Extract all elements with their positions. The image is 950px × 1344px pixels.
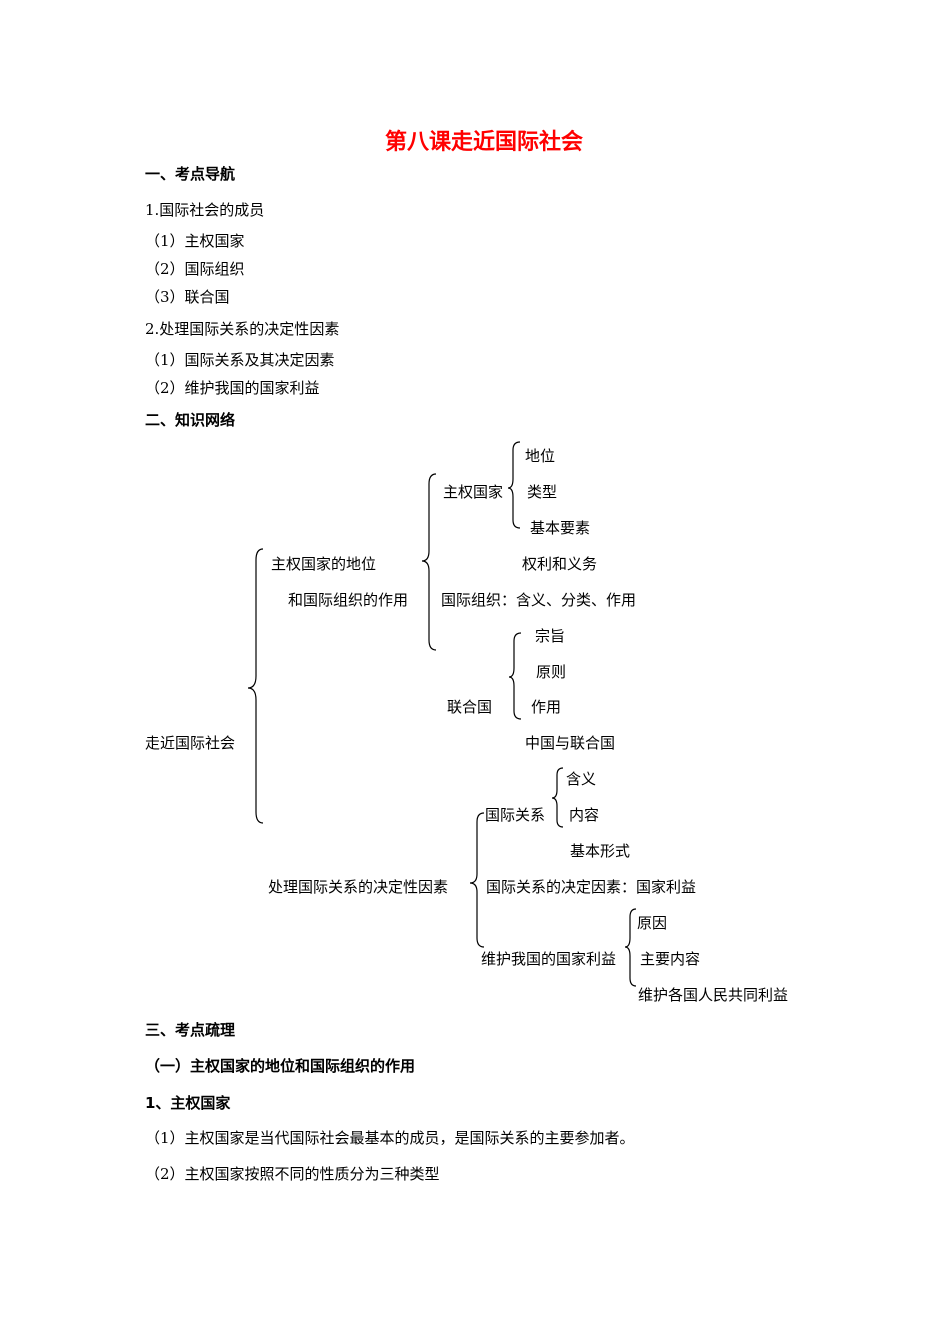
mindmap-leaf: 地位 <box>525 447 556 465</box>
brace-branch2 <box>469 812 485 948</box>
review-point-heading: 1、主权国家 <box>145 1094 231 1112</box>
section-heading-review: 三、考点疏理 <box>145 1021 236 1039</box>
mindmap-national-interest: 维护我国的国家利益 <box>481 950 617 968</box>
mindmap-leaf: 类型 <box>527 483 558 501</box>
brace-branch1 <box>421 473 437 651</box>
nav-subitem: （2）国际组织 <box>145 260 245 278</box>
section-heading-nav: 一、考点导航 <box>145 165 236 183</box>
mindmap-leaf: 作用 <box>531 698 562 716</box>
mindmap-leaf: 原因 <box>637 914 668 932</box>
mindmap-sovereign: 主权国家 <box>443 483 504 501</box>
page-title: 第八课走近国际社会 <box>385 130 584 155</box>
mindmap-leaf: 权利和义务 <box>522 555 598 573</box>
brace-sovereign <box>507 441 521 529</box>
brace-intl-rel <box>551 767 564 828</box>
mindmap-leaf: 宗旨 <box>535 627 566 645</box>
mindmap-decisive: 国际关系的决定因素：国家利益 <box>486 878 697 896</box>
review-paragraph: （2）主权国家按照不同的性质分为三种类型 <box>145 1165 440 1183</box>
review-subheading: （一）主权国家的地位和国际组织的作用 <box>145 1057 416 1075</box>
nav-subitem: （1）国际关系及其决定因素 <box>145 351 335 369</box>
mindmap-intl-rel: 国际关系 <box>485 806 546 824</box>
section-heading-network: 二、知识网络 <box>145 411 236 429</box>
mindmap-leaf: 含义 <box>566 770 597 788</box>
brace-national-interest <box>624 908 637 987</box>
brace-root <box>247 548 264 824</box>
mindmap-root: 走近国际社会 <box>145 734 236 752</box>
mindmap-un: 联合国 <box>447 698 493 716</box>
mindmap-leaf: 基本要素 <box>530 519 591 537</box>
mindmap-leaf: 基本形式 <box>570 842 631 860</box>
mindmap-leaf: 维护各国人民共同利益 <box>638 986 789 1004</box>
nav-item-2: 2.处理国际关系的决定性因素 <box>145 320 340 338</box>
nav-subitem: （1）主权国家 <box>145 232 245 250</box>
nav-subitem: （3）联合国 <box>145 288 230 306</box>
mindmap-intl-org: 国际组织：含义、分类、作用 <box>441 591 637 609</box>
brace-un <box>508 632 522 720</box>
nav-item-1: 1.国际社会的成员 <box>145 201 265 219</box>
mindmap-leaf: 内容 <box>569 806 600 824</box>
mindmap-branch2: 处理国际关系的决定性因素 <box>268 878 449 896</box>
mindmap-leaf: 中国与联合国 <box>525 734 616 752</box>
mindmap-branch1-line1: 主权国家的地位 <box>271 555 377 573</box>
mindmap-branch1-line2: 和国际组织的作用 <box>288 591 409 609</box>
review-paragraph: （1）主权国家是当代国际社会最基本的成员，是国际关系的主要参加者。 <box>145 1129 635 1147</box>
mindmap-leaf: 原则 <box>536 663 567 681</box>
mindmap-leaf: 主要内容 <box>640 950 701 968</box>
nav-subitem: （2）维护我国的国家利益 <box>145 379 320 397</box>
